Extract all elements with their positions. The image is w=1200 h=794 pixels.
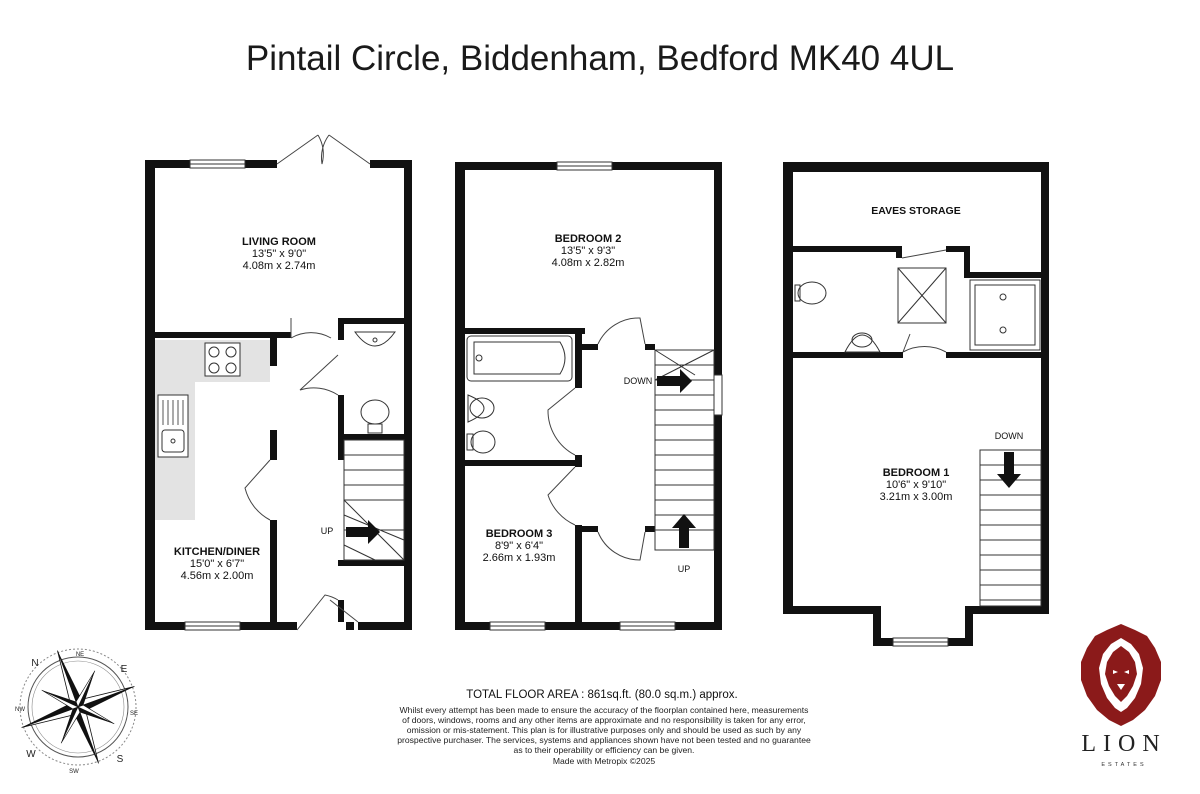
second-stairs (979, 449, 1042, 607)
compass-e-label: E (121, 664, 128, 675)
brand-name: LION (1081, 731, 1166, 757)
room-name-bedroom3: BEDROOM 3 (486, 528, 553, 540)
disclaimer-line: Whilst every attempt has been made to en… (400, 705, 809, 715)
door (597, 531, 646, 561)
stairs-up-label: UP (678, 564, 691, 574)
room-size-imperial: 15'0" x 6'7" (190, 558, 244, 570)
compass-nw-label: NW (15, 707, 25, 713)
stairs-up-arrow-icon (672, 514, 696, 548)
french-doors (276, 134, 371, 165)
second-floor: EAVES STORAGE BEDROOM 1 10'6" x 9'10" 3.… (783, 162, 1049, 647)
toilet-icon (360, 399, 390, 434)
room-size-imperial: 13'5" x 9'0" (252, 248, 306, 260)
door (901, 249, 947, 259)
disclaimer-line: as to their operability or efficiency ca… (514, 745, 695, 755)
stairs-down-arrow-icon (997, 452, 1021, 488)
basin-icon (844, 332, 881, 353)
room-name-eaves: EAVES STORAGE (871, 205, 960, 217)
toilet-icon (794, 281, 827, 305)
stairs-up-label: UP (321, 526, 334, 536)
compass-sw-label: SW (69, 769, 79, 775)
window (713, 374, 723, 416)
room-size-metric: 4.08m x 2.82m (552, 257, 625, 269)
room-size-imperial: 13'5" x 9'3" (561, 245, 615, 257)
door (902, 333, 947, 353)
door (547, 387, 576, 456)
basin-icon (467, 394, 495, 423)
compass-n-label: N (31, 658, 38, 669)
first-stairs (654, 349, 715, 551)
stairs-down-label: DOWN (624, 376, 653, 386)
kitchen-sink-icon (157, 394, 189, 458)
lion-estates-logo: LION ESTATES (1081, 624, 1166, 768)
door (296, 594, 339, 631)
compass-s-label: S (117, 754, 124, 765)
page-title: Pintail Circle, Biddenham, Bedford MK40 … (246, 39, 954, 78)
door (329, 599, 359, 623)
room-size-metric: 4.08m x 2.74m (243, 260, 316, 272)
ground-stairs (343, 439, 405, 561)
compass-rose: N NE E SE S SW W NW (15, 648, 138, 775)
disclaimer-line: of doors, windows, rooms and any other i… (402, 715, 806, 725)
stairs-arrow-icon (346, 520, 380, 544)
room-size-metric: 4.56m x 2.00m (181, 570, 254, 582)
skylight-icon (897, 267, 947, 324)
room-name-bedroom2: BEDROOM 2 (555, 233, 622, 245)
room-size-metric: 3.21m x 3.00m (880, 491, 953, 503)
toilet-icon (466, 430, 496, 454)
total-floor-area: TOTAL FLOOR AREA : 861sq.ft. (80.0 sq.m.… (466, 689, 737, 701)
stairs-down-label: DOWN (995, 431, 1024, 441)
ground-floor: LIVING ROOM 13'5" x 9'0" 4.08m x 2.74m K… (145, 134, 412, 631)
room-name-kitchen: KITCHEN/DINER (174, 546, 260, 558)
disclaimer-line: Made with Metropix ©2025 (553, 756, 656, 766)
disclaimer: Whilst every attempt has been made to en… (397, 705, 811, 766)
room-size-imperial: 8'9" x 6'4" (495, 540, 543, 552)
door (299, 354, 339, 396)
hob-icon (204, 342, 241, 377)
compass-w-label: W (26, 749, 36, 760)
disclaimer-line: prospective purchaser. The services, sys… (397, 735, 811, 745)
bath-icon (466, 335, 573, 382)
compass-se-label: SE (130, 711, 138, 717)
lion-head-icon (1081, 624, 1161, 726)
shower-icon (969, 279, 1041, 351)
disclaimer-line: omission or mis-statement. This plan is … (407, 725, 802, 735)
door (597, 317, 646, 345)
first-floor: BEDROOM 2 13'5" x 9'3" 4.08m x 2.82m BED… (455, 161, 723, 631)
room-size-metric: 2.66m x 1.93m (483, 552, 556, 564)
door (290, 318, 332, 339)
room-name-bedroom1: BEDROOM 1 (883, 467, 950, 479)
stairs-down-arrow-icon (657, 369, 692, 393)
door (244, 459, 271, 521)
door (547, 466, 576, 526)
room-name-living: LIVING ROOM (242, 236, 316, 248)
brand-subtitle: ESTATES (1101, 762, 1146, 768)
room-size-imperial: 10'6" x 9'10" (886, 479, 946, 491)
basin-icon (354, 331, 396, 347)
compass-ne-label: NE (76, 652, 84, 658)
